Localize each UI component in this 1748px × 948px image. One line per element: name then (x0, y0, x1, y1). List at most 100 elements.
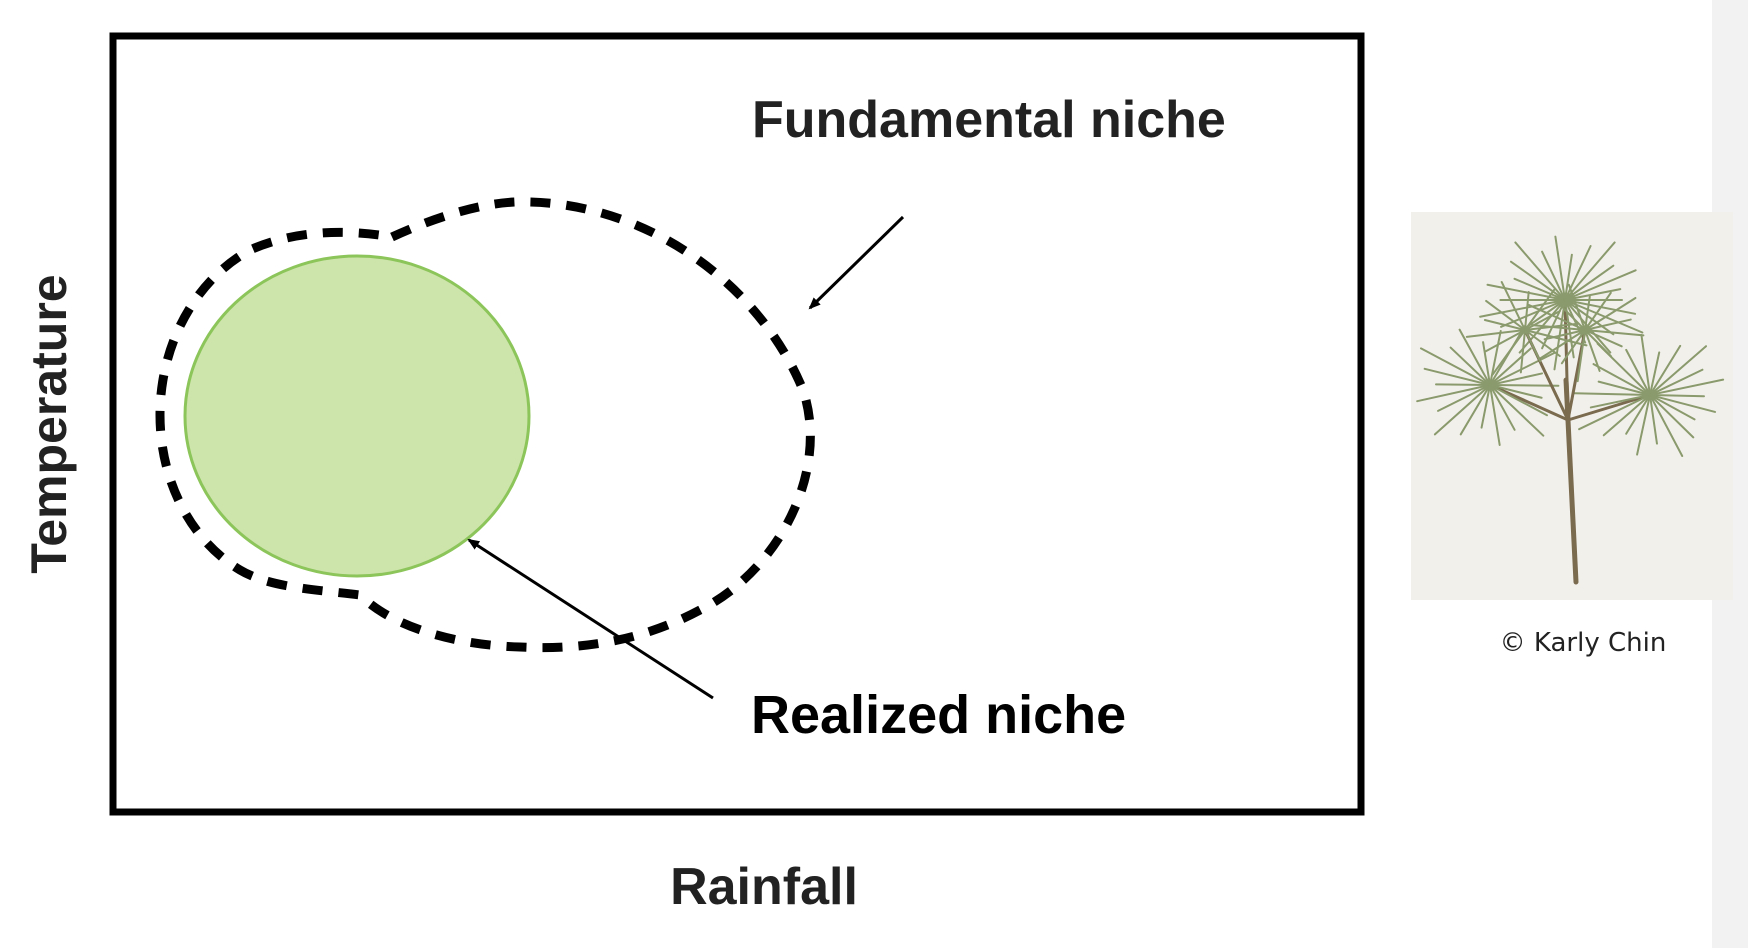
pine-needle (1649, 394, 1695, 439)
pine-needle (1576, 329, 1586, 383)
pine-needle (1589, 394, 1651, 409)
pine-needle (1649, 394, 1658, 445)
pine-needle (1489, 372, 1544, 386)
pine-needle (1584, 296, 1637, 331)
pine-needle (1640, 333, 1651, 396)
pine-needle (1419, 347, 1491, 386)
pine-twig (1563, 298, 1570, 422)
pine-needle (1537, 329, 1586, 361)
pine-needle (1484, 329, 1526, 353)
pine-needle (1489, 384, 1545, 437)
pine-needle (1416, 384, 1491, 403)
pine-needle (1509, 260, 1566, 301)
pine-needle (1649, 394, 1705, 398)
pine-needle (1564, 299, 1644, 334)
realized-niche-arrow (467, 538, 714, 700)
pine-needle (1584, 291, 1612, 331)
pine-needle (1553, 299, 1566, 371)
pine-needle (1524, 291, 1530, 331)
pine-needle (1433, 384, 1491, 436)
pine-needle (1423, 367, 1491, 386)
pine-needle (1564, 269, 1637, 301)
pine-needle (1500, 280, 1526, 331)
pine-needle (1435, 383, 1491, 386)
pine-needle (1564, 244, 1592, 301)
rainfall-axis-label: Rainfall (670, 858, 858, 916)
pine-needle (1584, 318, 1632, 331)
plot-frame (109, 32, 1365, 816)
pine-needle (1584, 329, 1645, 337)
pine-needle (1649, 394, 1717, 413)
pine-needle (1602, 394, 1651, 437)
pine-needle (1489, 384, 1560, 387)
pine-needle (1489, 347, 1532, 386)
pine-needle (1573, 392, 1651, 396)
pine-needle (1649, 394, 1684, 458)
pine-needle (1531, 324, 1586, 331)
pine-branch-drawing (1416, 235, 1725, 585)
pine-needle (1554, 299, 1586, 331)
fundamental-niche-label: Fundamental niche (752, 91, 1226, 149)
pine-needle (1524, 329, 1542, 363)
pine-needle (1564, 253, 1573, 301)
pine-needle (1597, 380, 1651, 396)
pine-needle (1584, 329, 1623, 348)
pine-needle (1513, 277, 1566, 301)
pine-needle (1482, 341, 1491, 386)
pine-needle (1524, 329, 1561, 357)
pine-needle (1649, 351, 1661, 396)
temperature-axis-label: Temperature (21, 274, 77, 573)
illustration-caption: © Karly Chin (1500, 628, 1667, 658)
pine-needle (1541, 299, 1566, 350)
pine-needle (1543, 329, 1586, 341)
pine-needle (1564, 299, 1615, 336)
pine-needle (1489, 384, 1516, 431)
pine-needle (1649, 345, 1708, 396)
pine-needle (1584, 329, 1613, 358)
pine-needle (1486, 283, 1566, 301)
pine-twig (1566, 393, 1652, 422)
pine-needle (1459, 384, 1491, 436)
pine-needle (1489, 384, 1501, 446)
pine-needle (1560, 329, 1586, 365)
pine-needle (1524, 329, 1588, 347)
pine-needle (1524, 288, 1556, 331)
pine-needle (1584, 329, 1601, 372)
realized-niche-shape (183, 254, 531, 578)
pine-needle (1514, 241, 1566, 301)
pine-needle (1458, 328, 1491, 386)
pine-needle (1554, 235, 1566, 301)
pine-needle (1541, 250, 1566, 301)
pine-needle (1649, 394, 1696, 421)
pine-needle (1625, 394, 1651, 435)
pine-needle (1480, 384, 1491, 429)
pine-needle (1479, 299, 1566, 318)
pine-needle (1491, 329, 1526, 376)
pine-branch-illustration (1411, 212, 1733, 600)
pine-needle (1649, 368, 1704, 396)
pine-needle (1592, 363, 1651, 396)
pine-needle (1636, 394, 1651, 456)
pine-needle (1449, 346, 1491, 386)
pine-needle (1584, 295, 1591, 331)
pine-needle (1485, 299, 1526, 331)
pine-needle (1489, 384, 1549, 417)
pine-needle (1437, 384, 1491, 412)
pine-needle (1649, 378, 1725, 396)
pine-needle (1519, 329, 1526, 374)
pine-needle (1465, 329, 1526, 338)
pine-needle (1489, 329, 1502, 386)
fundamental-niche-arrow (808, 215, 905, 310)
pine-needle (1625, 348, 1651, 396)
pine-needle (1567, 283, 1586, 331)
pine-needle (1527, 303, 1586, 331)
fundamental-niche-boundary (155, 197, 815, 653)
pine-needle (1578, 394, 1651, 431)
realized-niche-label: Realized niche (751, 685, 1126, 745)
pine-needle (1649, 344, 1682, 396)
pine-needle (1524, 322, 1579, 331)
pine-needle (1489, 384, 1543, 399)
pine-needle (1500, 299, 1566, 328)
pine-needle (1483, 318, 1526, 331)
